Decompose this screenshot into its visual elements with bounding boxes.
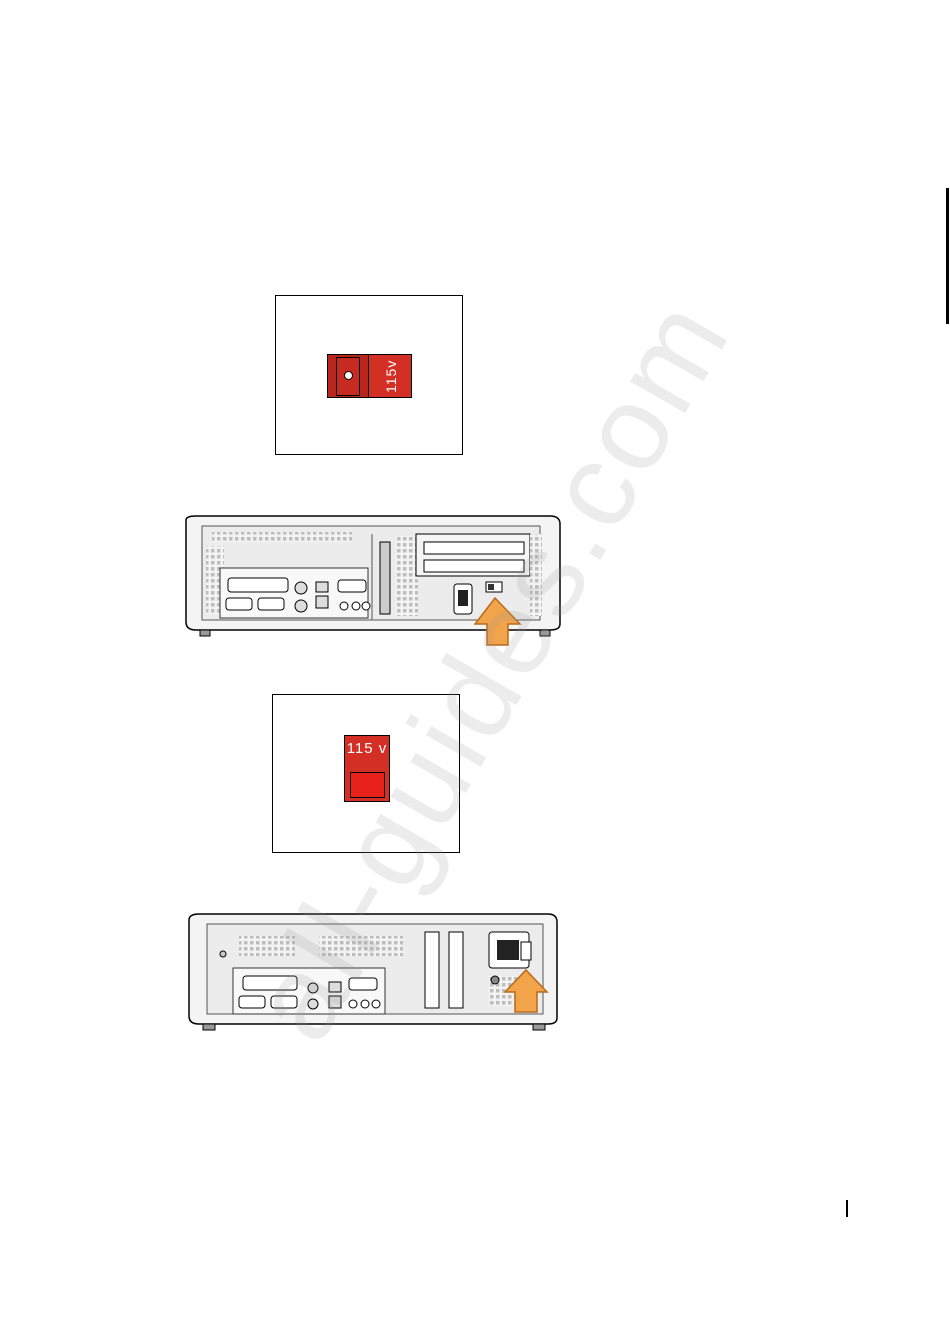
voltage-label: 115v xyxy=(380,359,402,393)
voltage-switch-callout-1: 115v xyxy=(275,295,463,455)
switch-indicator-dot xyxy=(344,371,353,380)
page-footer-rule xyxy=(846,1200,848,1217)
chapter-edge-tab xyxy=(946,188,949,324)
switch-rocker xyxy=(328,355,369,397)
voltage-selection-switch: 115v xyxy=(327,354,412,398)
